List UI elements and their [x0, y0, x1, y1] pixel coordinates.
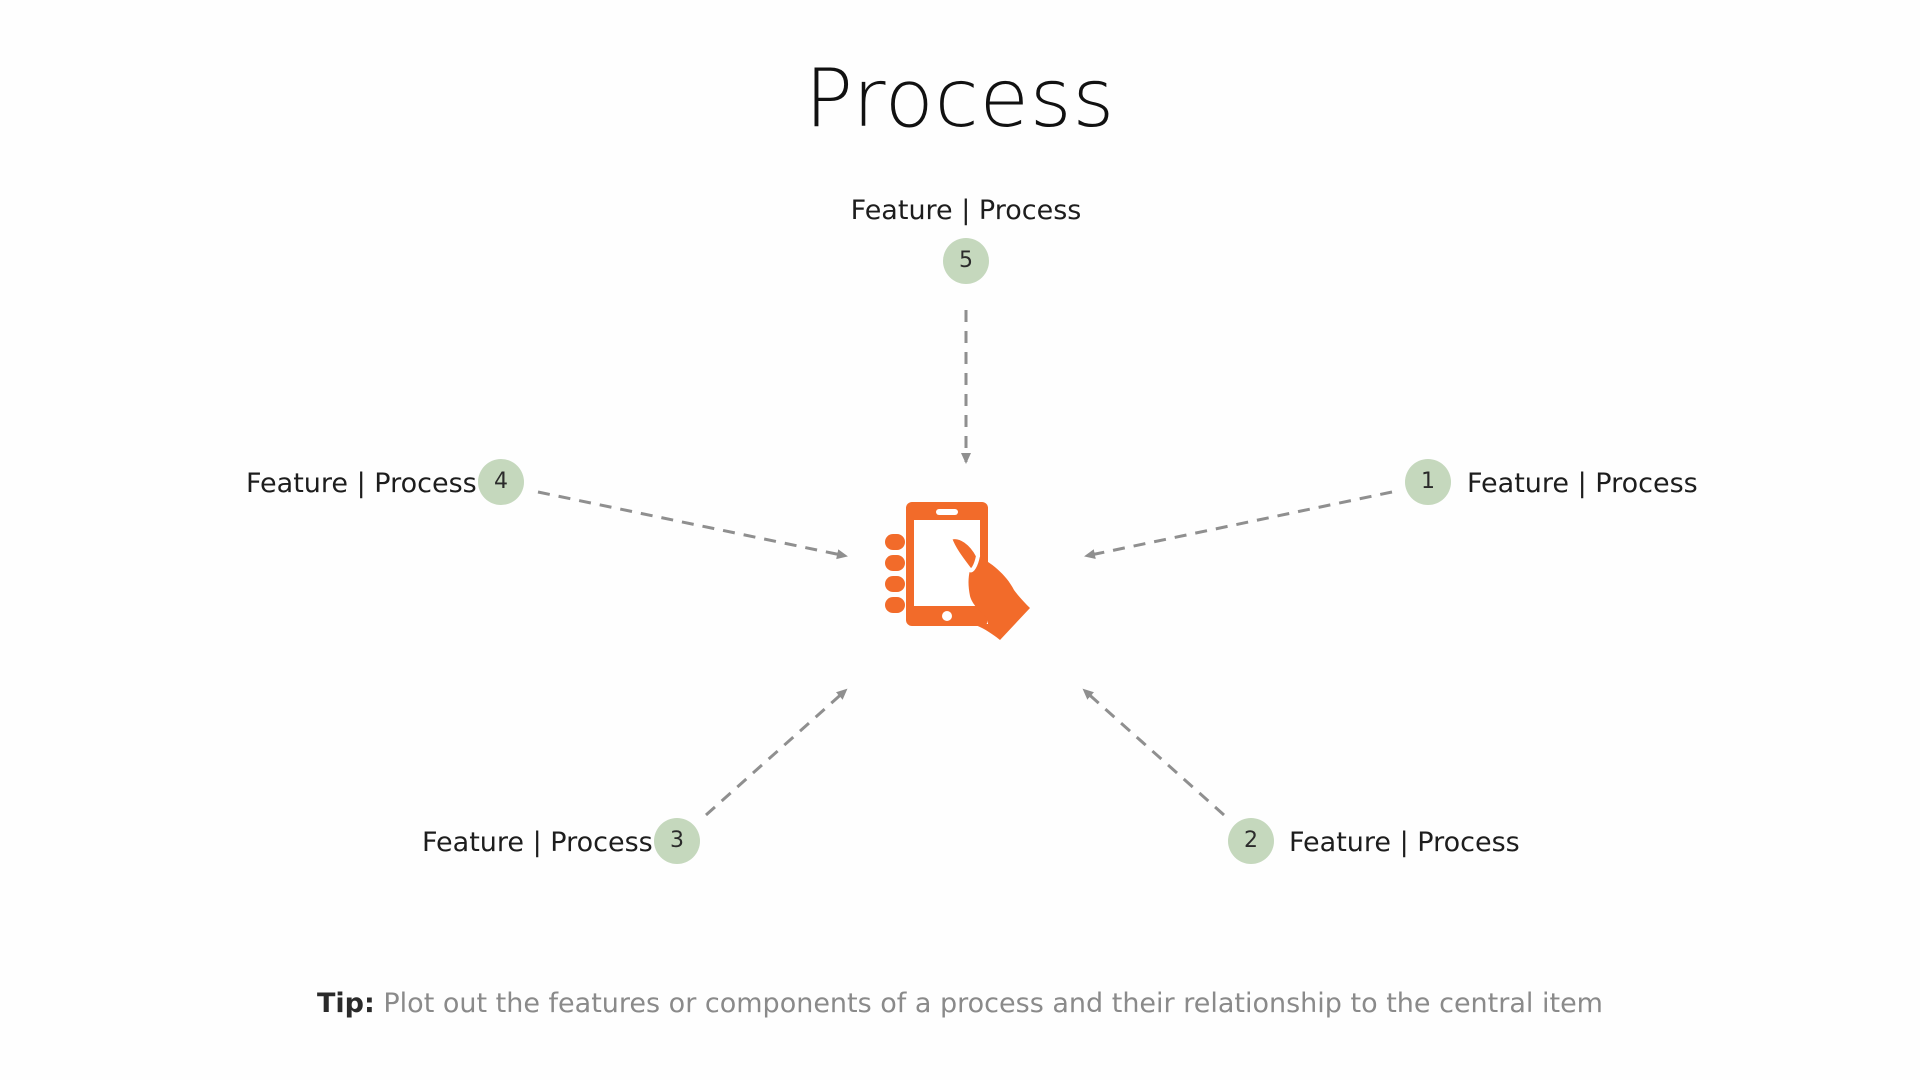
feature-badge-5: 5	[943, 238, 989, 284]
feature-label-1: Feature | Process	[1467, 468, 1698, 499]
feature-label-5: Feature | Process	[850, 195, 1082, 226]
feature-label-4: Feature | Process	[246, 468, 477, 499]
tip-label: Tip:	[317, 988, 375, 1019]
connector-2	[1082, 688, 1225, 817]
feature-badge-4: 4	[478, 459, 524, 505]
feature-badge-2: 2	[1228, 818, 1274, 864]
feature-badge-3: 3	[654, 818, 700, 864]
connector-3	[705, 688, 848, 817]
feature-label-2: Feature | Process	[1289, 827, 1520, 858]
connector-4	[537, 490, 848, 560]
tip-text: Tip: Plot out the features or components…	[0, 988, 1920, 1019]
tip-body: Plot out the features or components of a…	[383, 988, 1603, 1019]
feature-badge-1: 1	[1405, 459, 1451, 505]
hand-holding-phone-icon	[885, 502, 1030, 640]
connector-1	[1084, 490, 1393, 560]
page-title: Process	[804, 52, 1116, 145]
feature-label-3: Feature | Process	[422, 827, 653, 858]
